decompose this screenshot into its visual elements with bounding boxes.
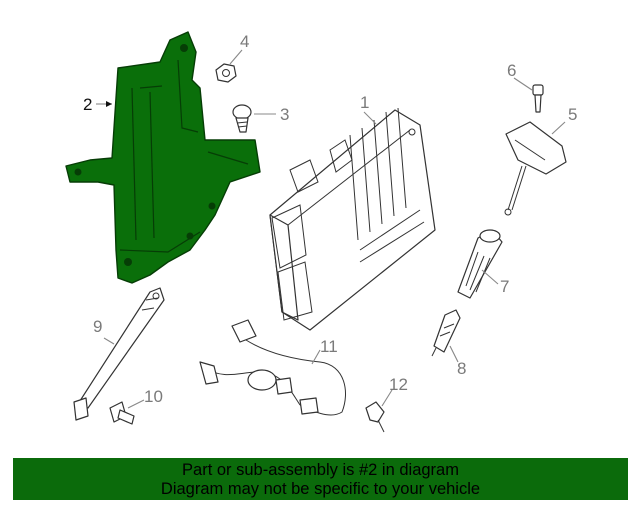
part-10-bolt[interactable] [109, 401, 135, 425]
callout-10: 10 [144, 387, 163, 406]
part-5-ignition-coil[interactable] [504, 121, 567, 216]
part-6-bolt[interactable] [532, 84, 544, 113]
callout-12: 12 [389, 375, 408, 394]
part-9-sensor[interactable] [73, 287, 165, 421]
callout-3: 3 [280, 105, 289, 124]
part-11-harness[interactable] [199, 319, 346, 416]
callout-2: 2 [83, 95, 92, 114]
callout-4: 4 [240, 32, 249, 51]
part-2-bracket[interactable] [65, 31, 261, 284]
part-7-boot[interactable] [457, 229, 503, 299]
banner-line-1: Part or sub-assembly is #2 in diagram [182, 461, 459, 479]
part-8-spark-plug[interactable] [431, 309, 461, 357]
part-12-clip[interactable] [365, 401, 385, 433]
parts-diagram: 2 1 3 4 5 6 7 8 9 10 11 12 [65, 31, 577, 433]
part-1-ecm[interactable] [269, 107, 436, 331]
part-4-nut[interactable] [215, 63, 237, 83]
callout-8: 8 [457, 359, 466, 378]
callout-11: 11 [320, 337, 338, 356]
callout-9: 9 [93, 317, 102, 336]
leader-lines [96, 49, 566, 409]
part-3-bolt[interactable] [232, 104, 252, 133]
part-info-banner: Part or sub-assembly is #2 in diagram Di… [13, 458, 628, 500]
callout-6: 6 [507, 61, 516, 80]
callout-7: 7 [500, 277, 509, 296]
callout-5: 5 [568, 105, 577, 124]
banner-line-2: Diagram may not be specific to your vehi… [160, 480, 481, 498]
callout-1: 1 [360, 93, 369, 112]
